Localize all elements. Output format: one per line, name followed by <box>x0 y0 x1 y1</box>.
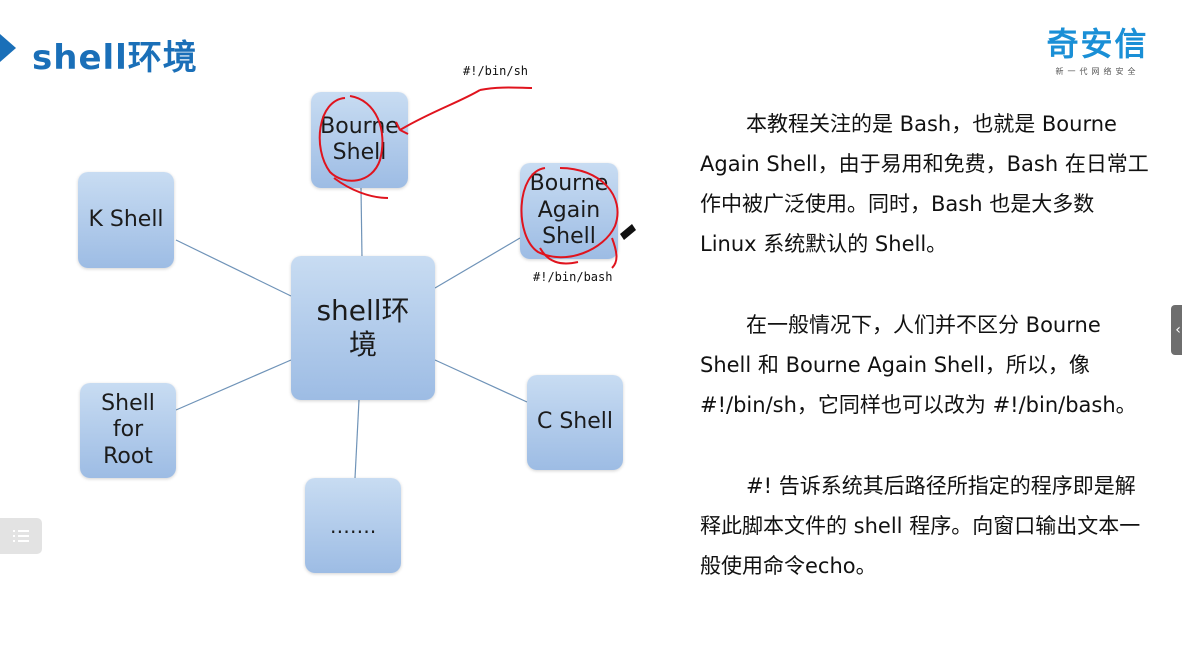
node-shell-center-label: shell环 境 <box>316 294 410 361</box>
outline-menu-button[interactable] <box>0 518 42 554</box>
node-c-shell: C Shell <box>527 375 623 470</box>
node-shell-for-root: Shell for Root <box>80 383 176 478</box>
annotation-bin-bash: #!/bin/bash <box>533 270 613 284</box>
paragraph-sh-vs-bash: 在一般情况下，人们并不区分 Bourne Shell 和 Bourne Agai… <box>700 313 1137 417</box>
connector-bash <box>434 237 521 289</box>
logo-tagline: 新一代网络安全 <box>1055 67 1140 76</box>
connector-cshell <box>434 359 528 403</box>
logo-text: 奇安信 <box>1046 25 1149 63</box>
ink-underline-bourne <box>333 177 389 199</box>
node-k-shell-label: K Shell <box>88 206 164 232</box>
ink-arrow-bourne <box>395 86 533 135</box>
pen-cursor-icon <box>620 224 636 240</box>
slide-title: shell环境 <box>32 38 198 78</box>
list-icon <box>13 530 29 542</box>
node-more-label: ……. <box>329 513 377 538</box>
chevron-left-icon: ‹ <box>1175 322 1181 338</box>
title-arrow-icon <box>0 34 16 62</box>
connector-bourne <box>360 187 363 259</box>
annotation-bin-sh: #!/bin/sh <box>463 64 529 78</box>
connector-more <box>354 399 360 479</box>
side-panel-toggle[interactable]: ‹ <box>1171 305 1182 355</box>
ink-tail-bash <box>539 237 618 269</box>
node-k-shell: K Shell <box>78 172 174 268</box>
company-logo: 奇安信 新一代网络安全 <box>1040 24 1155 77</box>
connector-root <box>175 359 292 411</box>
paragraph-shebang: #! 告诉系统其后路径所指定的程序即是解释此脚本文件的 shell 程序。向窗口… <box>700 474 1141 578</box>
node-shell-center: shell环 境 <box>291 256 435 400</box>
connector-kshell <box>175 239 292 297</box>
node-shell-for-root-label: Shell for Root <box>101 390 155 469</box>
paragraph-bash-intro: 本教程关注的是 Bash，也就是 Bourne Again Shell，由于易用… <box>700 112 1149 256</box>
node-more: ……. <box>305 478 401 573</box>
explanation-text: 本教程关注的是 Bash，也就是 Bourne Again Shell，由于易用… <box>700 104 1150 627</box>
node-c-shell-label: C Shell <box>536 409 614 435</box>
ink-circle-bourne <box>318 95 384 182</box>
node-bourne-shell-label: Bourne Shell <box>320 113 399 165</box>
ink-circle-bash <box>520 167 619 259</box>
